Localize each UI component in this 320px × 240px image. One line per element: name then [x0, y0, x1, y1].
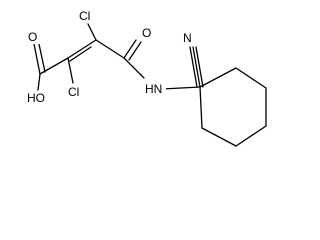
- bond-amide-o-double: [128, 41, 142, 61]
- atom-carboxyl-o: O: [28, 30, 37, 44]
- bond-c1-cl: [87, 23, 97, 41]
- atom-hydroxyl: HO: [27, 91, 45, 105]
- bond-amide-o: [123, 39, 137, 59]
- bond-c1-c2: [67, 39, 97, 59]
- ring-bond-4: [235, 125, 267, 147]
- ring-bond-2: [235, 67, 267, 89]
- bond-c1-amide: [95, 39, 125, 59]
- bond-cooh-o: [33, 43, 41, 75]
- atom-amide-o: O: [142, 26, 151, 40]
- chemical-structure: Cl Cl O HO O HN N: [26, 8, 267, 147]
- ring-bond-5: [201, 127, 237, 147]
- bond-c1-c2-double: [69, 46, 92, 62]
- atom-cl-bottom: Cl: [68, 85, 79, 99]
- atom-amine: HN: [145, 82, 162, 96]
- bond-nitrile-3: [195, 46, 204, 88]
- bond-nitrile-2: [189, 46, 198, 88]
- bond-cooh-oh: [37, 73, 41, 91]
- bond-amide-n: [123, 57, 145, 79]
- bond-nitrile-1: [192, 46, 201, 88]
- ring-bond-6: [199, 86, 203, 129]
- bond-n-cq: [161, 86, 201, 90]
- atom-cl-top: Cl: [79, 9, 90, 23]
- bond-c2-cl: [67, 57, 74, 84]
- ring-bond-1: [199, 67, 237, 88]
- atom-nitrile-n: N: [183, 31, 192, 45]
- bond-cooh-o-double: [38, 43, 46, 73]
